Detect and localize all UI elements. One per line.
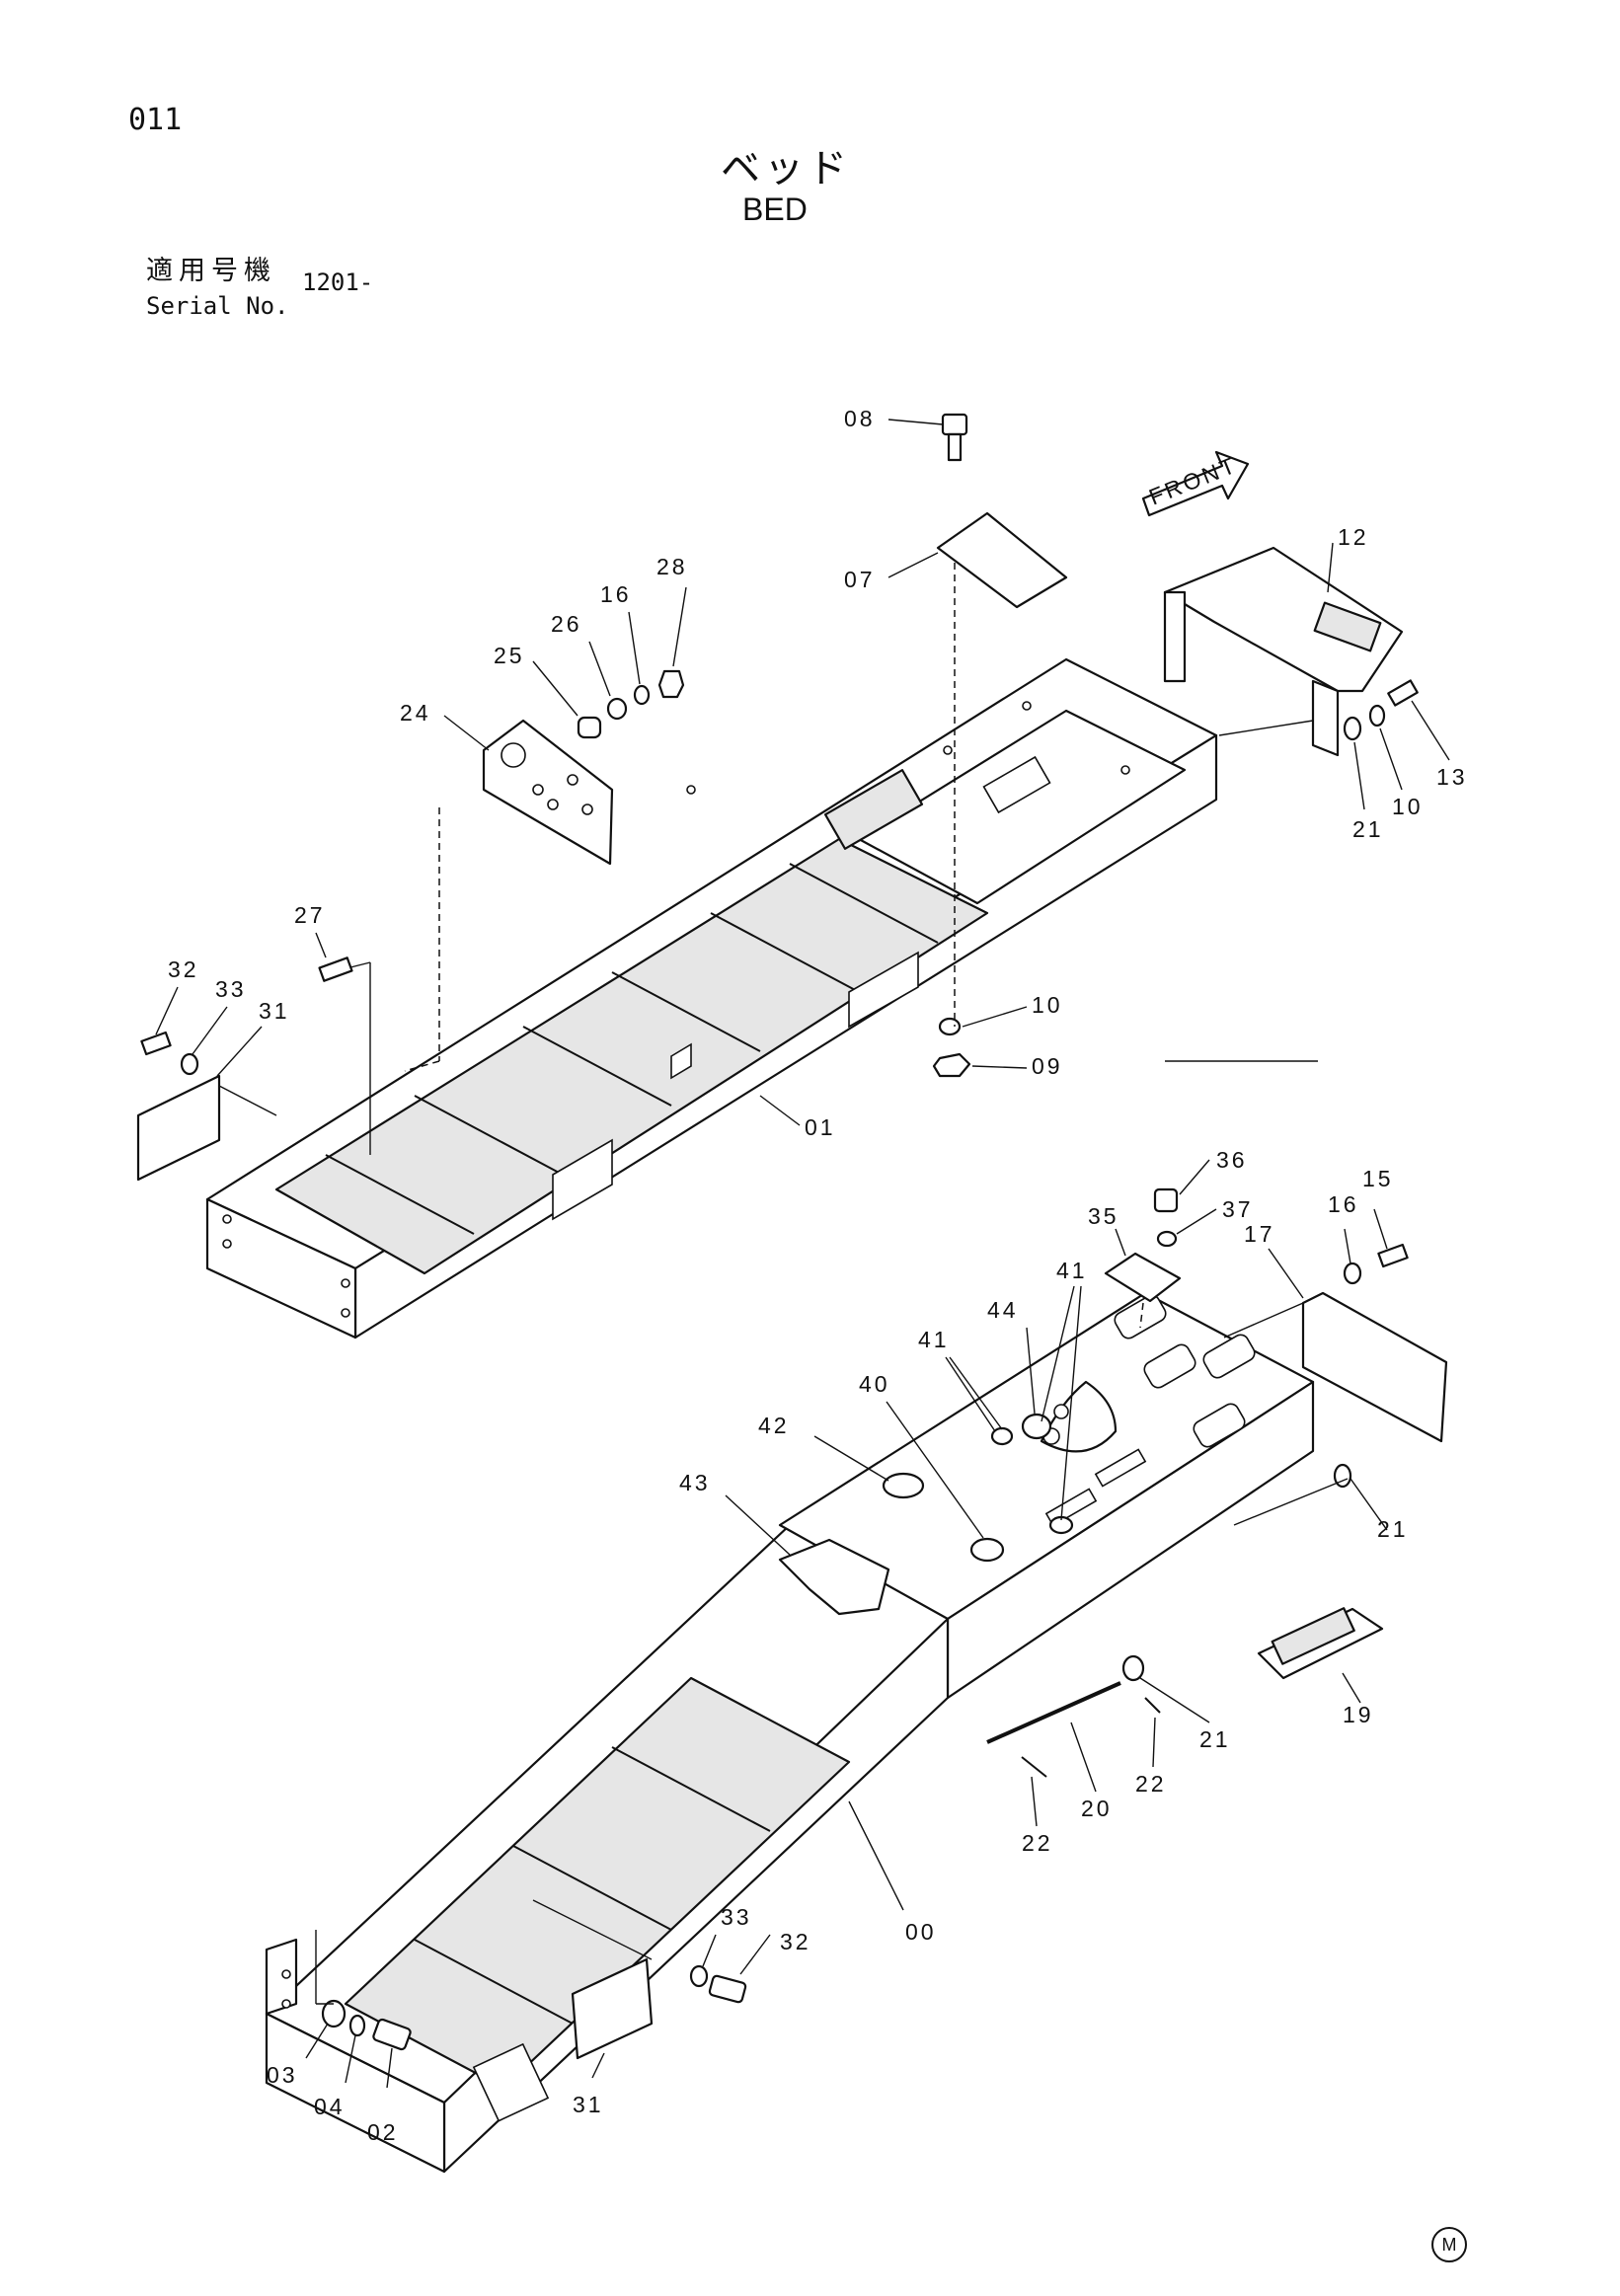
callout-31-lower: 31 [573, 2092, 604, 2117]
part-31-cover-lower [571, 1957, 654, 2060]
part-07-cover-plate [936, 511, 1068, 609]
part-28-nut [657, 669, 685, 699]
callout-labels: 08 07 12 28 16 26 25 24 13 10 21 27 32 3… [168, 406, 1468, 2145]
part-16-spring-washer-lower [1343, 1262, 1362, 1285]
callout-22-right: 22 [1135, 1771, 1167, 1797]
part-32-bolt-upper [140, 1031, 172, 1056]
part-10-spring-washer-lower [938, 1017, 962, 1036]
part-22-pin-a [1021, 1756, 1047, 1778]
callout-19: 19 [1343, 1702, 1374, 1727]
part-21-washer-right [1333, 1463, 1352, 1489]
callout-28: 28 [656, 554, 688, 579]
callout-21-upper: 21 [1352, 816, 1384, 842]
callout-08: 08 [844, 406, 876, 431]
part-43-bracket [778, 1538, 890, 1616]
part-15-bolt [1377, 1243, 1409, 1268]
part-25-spacer [577, 716, 602, 739]
callout-17: 17 [1244, 1221, 1275, 1247]
callout-09: 09 [1032, 1053, 1063, 1079]
callout-07: 07 [844, 567, 876, 592]
part-20-rod [986, 1681, 1121, 1744]
part-12-guard [1163, 546, 1404, 757]
callout-27: 27 [294, 902, 326, 928]
part-35-cover-plate [1104, 1252, 1182, 1303]
callout-41-left: 41 [918, 1327, 950, 1352]
part-42-plate [882, 1472, 925, 1499]
callout-02: 02 [367, 2119, 399, 2145]
callout-15: 15 [1362, 1166, 1394, 1191]
page-title-japanese: ベッド [721, 146, 851, 191]
callout-32-upper: 32 [168, 957, 199, 982]
part-31-cover-upper [136, 1074, 221, 1182]
callout-01: 01 [805, 1114, 836, 1140]
callout-13: 13 [1436, 764, 1468, 790]
upper-bed-frame [205, 657, 1218, 1339]
callout-10-lower: 10 [1032, 992, 1063, 1018]
callout-41-right: 41 [1056, 1258, 1088, 1283]
callout-16-lower: 16 [1328, 1191, 1359, 1217]
part-17-cover-plate [1301, 1291, 1448, 1443]
part-32-bolt-lower [708, 1974, 747, 2004]
part-44-plate [1021, 1413, 1052, 1440]
part-10-spring-washer-upper [1368, 704, 1386, 727]
serial-label: Serial No. [146, 292, 289, 320]
callout-42: 42 [758, 1413, 790, 1438]
page-title: BED [742, 191, 808, 227]
callout-44: 44 [987, 1297, 1019, 1323]
callout-03: 03 [267, 2062, 298, 2088]
callout-36: 36 [1216, 1147, 1248, 1173]
callout-20: 20 [1081, 1796, 1113, 1821]
part-21-washer-lower [1121, 1654, 1145, 1682]
callout-33-lower: 33 [721, 1904, 752, 1930]
part-24-cover-plate [482, 719, 614, 866]
callout-21-right: 21 [1377, 1516, 1409, 1542]
part-33-washer-upper [180, 1052, 199, 1076]
callout-43: 43 [679, 1470, 711, 1495]
serial-number-value: 1201- [302, 268, 374, 296]
page-number: 011 [128, 103, 183, 137]
callout-26: 26 [551, 611, 582, 637]
callout-04: 04 [314, 2094, 346, 2119]
part-40-plate [969, 1537, 1005, 1563]
leader-lines [155, 419, 1450, 2089]
callout-33-upper: 33 [215, 976, 247, 1002]
callout-40: 40 [859, 1371, 890, 1397]
callout-32-lower: 32 [780, 1929, 811, 1954]
lower-bed-frame [265, 1291, 1315, 2174]
callout-00: 00 [905, 1919, 937, 1945]
part-03-washer [321, 1999, 347, 2028]
part-19-step-plate [1257, 1607, 1384, 1680]
part-08-bolt [941, 413, 968, 462]
front-arrow-sign: FRONT [1141, 450, 1250, 517]
maker-mark-icon: M [1431, 2227, 1467, 2262]
callout-37: 37 [1222, 1196, 1254, 1222]
part-36-bolt [1153, 1187, 1179, 1213]
callout-16: 16 [600, 581, 632, 607]
callout-12: 12 [1338, 524, 1369, 550]
part-02-bolt [372, 2018, 412, 2051]
part-04-spring-washer [348, 2014, 366, 2037]
part-26-washer [606, 697, 628, 721]
serial-label-japanese: 適用号機 [146, 256, 276, 286]
part-16-spring-washer [633, 684, 651, 706]
part-27-bolt [318, 957, 353, 982]
part-37-washer [1156, 1230, 1178, 1248]
callout-21-lower: 21 [1199, 1726, 1231, 1752]
front-label: FRONT [1145, 451, 1241, 509]
callout-35: 35 [1088, 1203, 1119, 1229]
callout-24: 24 [400, 700, 431, 726]
part-21-washer-upper [1343, 716, 1362, 741]
part-33-washer-lower [689, 1964, 709, 1988]
part-22-pin-b [1144, 1697, 1161, 1714]
part-09-nut [932, 1052, 971, 1078]
callout-25: 25 [494, 643, 525, 668]
callout-22-left: 22 [1022, 1830, 1053, 1856]
part-13-bolt [1387, 679, 1419, 707]
callout-31-upper: 31 [259, 998, 290, 1024]
callout-10-upper: 10 [1392, 794, 1424, 819]
